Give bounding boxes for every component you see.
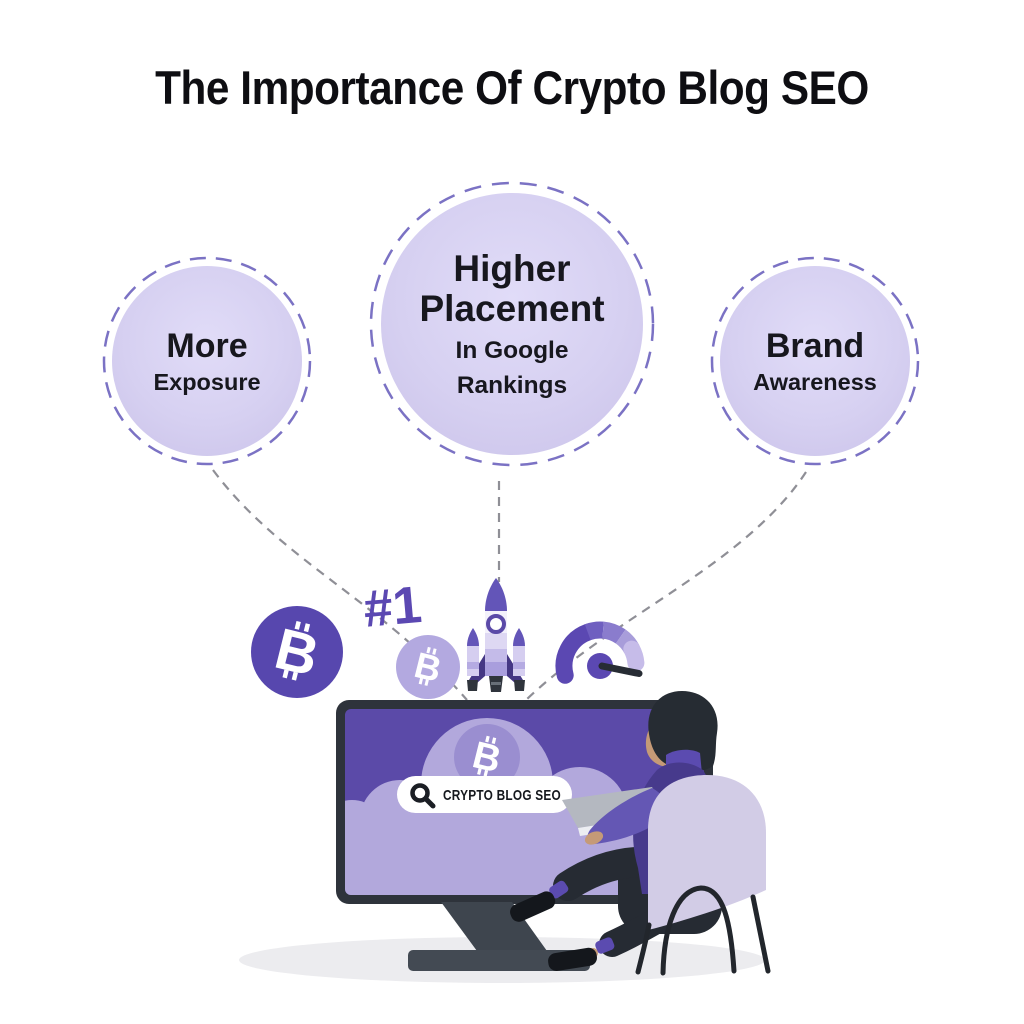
arm-sleeve	[587, 788, 667, 844]
benefit-bubble-higher-placement: Higher Placement In Google Rankings	[381, 193, 643, 455]
shoe	[548, 947, 597, 971]
bubble-heading: More	[166, 326, 248, 365]
rank-one-badge: #1	[361, 576, 424, 639]
chair-seat	[648, 775, 766, 930]
bubble-subtext: Exposure	[153, 368, 261, 395]
chair-legs	[635, 885, 771, 976]
bubble-ring-left	[102, 256, 312, 466]
benefit-bubble-more-exposure: More Exposure	[112, 266, 302, 456]
bitcoin-coin-small-icon: B	[396, 635, 460, 699]
search-bar[interactable]: CRYPTO BLOG SEO	[397, 776, 572, 813]
page-title: The Importance Of Crypto Blog SEO	[155, 61, 869, 114]
bitcoin-coin-large-icon: B	[251, 606, 343, 698]
sock-cuff	[595, 937, 615, 954]
monitor-stand-base	[408, 950, 590, 971]
bubble-heading: Brand	[765, 326, 865, 365]
bubble-ring-right	[710, 256, 920, 466]
bitcoin-cloud-icon: B	[454, 724, 520, 790]
sock-cuff	[549, 880, 569, 899]
benefit-bubble-brand-awareness: Brand Awareness	[720, 266, 910, 456]
bubble-subtext: In Google	[455, 337, 569, 365]
search-icon	[410, 783, 436, 809]
bubble-subtext: Rankings	[456, 371, 568, 399]
rocket-icon	[467, 578, 525, 692]
bubble-ring-center	[369, 181, 655, 467]
speedometer-icon	[555, 621, 645, 684]
chair	[635, 775, 771, 976]
hair	[648, 691, 718, 772]
hand	[584, 831, 604, 845]
shoe	[510, 891, 556, 922]
search-query-text: CRYPTO BLOG SEO	[443, 787, 561, 804]
bubble-subtext: Awareness	[753, 368, 877, 395]
bubble-heading: Higher Placement	[419, 248, 605, 330]
